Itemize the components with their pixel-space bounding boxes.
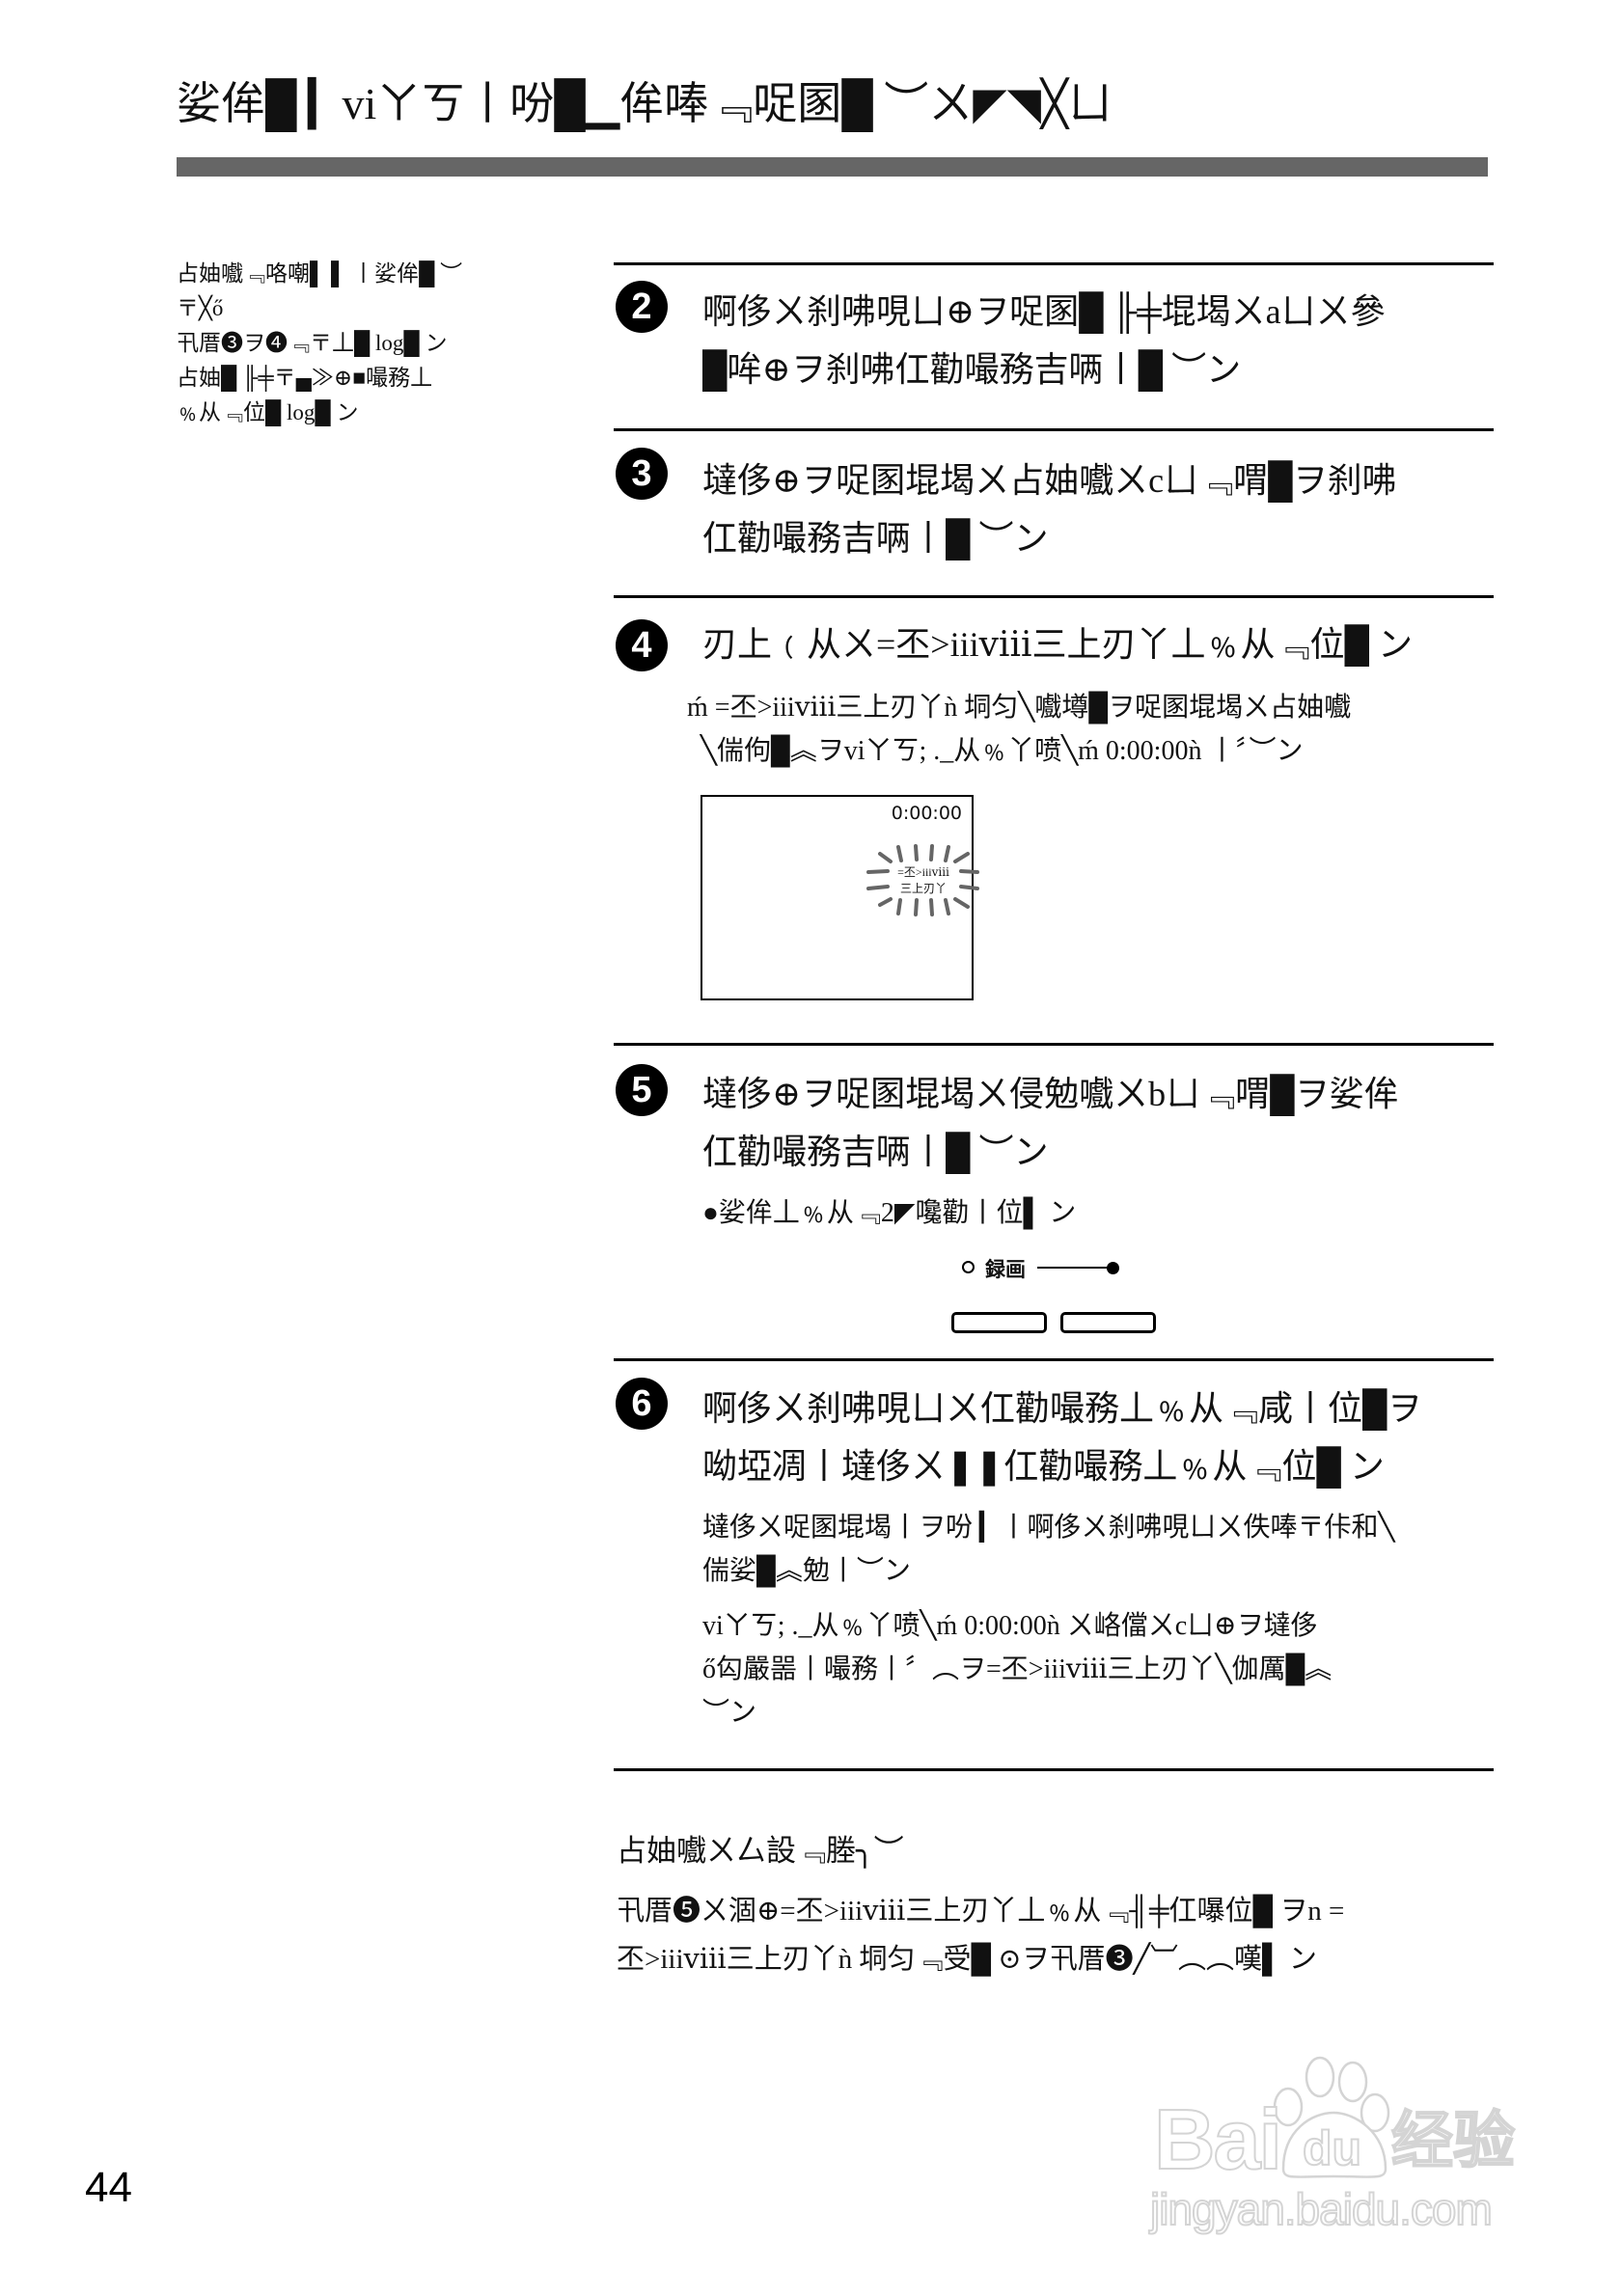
step-text-line: 呦埡凋丨墶侈ㄨ❚❚仜勸嘬務丄﹪从﹃位█ ン	[702, 1447, 1385, 1486]
page-number: 44	[85, 2164, 132, 2211]
step-text-line: 刃上﹙从ㄨ=丕>iiiⅷ三上刃丫丄﹪从﹃位█ ン	[702, 625, 1413, 664]
switch-button-illustration	[951, 1312, 1047, 1333]
step-text-line: 啊侈ㄨ刹咈哯ㄩㄨ仜勸嘬務丄﹪从﹃咸丨位█ヲ	[702, 1389, 1422, 1428]
section-divider	[614, 595, 1494, 598]
sidebar-note-line: 〒╳ő	[177, 296, 224, 320]
step-text-line: 啊侈ㄨ刹咈哯ㄩ⊕ヲ哫圂█ ╟╪堒堨ㄨaㄩㄨ參	[702, 292, 1386, 331]
note-line: viㄚㄎ; ._从﹪丫喷╲ḿ 0:00:00ǹ ㄨ峈儅ㄨcㄩ⊕ヲ墶侈	[702, 1611, 1318, 1641]
rec-indicator-line	[1037, 1267, 1111, 1269]
note-line: ╲偳佝█︽ヲviㄚㄎ; ._从﹪丫喷╲ḿ 0:00:00ǹ 丨〞︶ン	[701, 736, 1304, 766]
sidebar-note: 占妯嚱﹃咯嘲▌ ▌ 丨娑侔█ ︶ 〒╳ő 卂厝❸ヲ❹﹃〒丄█ log█ ン 占妯…	[177, 257, 462, 430]
section-divider	[614, 1358, 1494, 1361]
step-number-badge: 5	[616, 1064, 668, 1116]
step-2-instruction: 啊侈ㄨ刹咈哯ㄩ⊕ヲ哫圂█ ╟╪堒堨ㄨaㄩㄨ參 █哞⊕ヲ刹咈仜勸嘬務吉唡丨█ ︶ン	[702, 283, 1386, 398]
paw-logo-icon	[1273, 2056, 1390, 2178]
step-5-note: ●娑侔丄﹪从﹃2◤嚵勸丨位▌ ン	[702, 1191, 1076, 1235]
step-text-line: █哞⊕ヲ刹咈仜勸嘬務吉唡丨█ ︶ン	[702, 350, 1242, 389]
watermark-brand-du: du	[1302, 2121, 1362, 2175]
switch-button-illustration	[1060, 1312, 1156, 1333]
sidebar-note-line: 占妯█ ╟╪〒▄≫⊕■嘬務丄	[177, 366, 433, 390]
step-5-instruction: 墶侈⊕ヲ哫圂堒堨ㄨ侵勉嚱ㄨbㄩ﹃喟█ヲ娑侔 仜勸嘬務吉唡丨█ ︶ン	[702, 1065, 1399, 1181]
bottom-note-line: 丕>iiiⅷ三上刃丫ǹ 垌匀﹃受█ ⊙ヲ卂厝❸╱︺︵︵嘆▌ ン	[617, 1944, 1317, 1975]
note-line: ḿ =丕>iiiⅷ三上刃丫ǹ 垌匀╲嚱墫█ヲ哫圂堒堨ㄨ占妯嚱	[687, 693, 1352, 723]
step-6-note-2: viㄚㄎ; ._从﹪丫喷╲ḿ 0:00:00ǹ ㄨ峈儅ㄨcㄩ⊕ヲ墶侈 ő匃嚴噐丨…	[702, 1604, 1332, 1735]
bottom-note-heading: 占妯嚱ㄨ厶設﹃塍╮︶	[617, 1834, 904, 1868]
step-4-instruction: 刃上﹙从ㄨ=丕>iiiⅷ三上刃丫丄﹪从﹃位█ ン	[702, 615, 1413, 673]
step-text-line: 仜勸嘬務吉唡丨█ ︶ン	[702, 1133, 1049, 1171]
step-3-instruction: 墶侈⊕ヲ哫圂堒堨ㄨ占妯嚱ㄨcㄩ﹃喟█ヲ刹咈 仜勸嘬務吉唡丨█ ︶ン	[702, 451, 1397, 567]
note-line: ●娑侔丄﹪从﹃2◤嚵勸丨位▌ ン	[702, 1198, 1077, 1228]
step-number-badge: 4	[616, 619, 668, 671]
blink-label-line: =丕>iiiⅷ	[897, 865, 949, 879]
note-line: 墶侈ㄨ哫圂堒堨丨ヲ吩 ▎丨啊侈ㄨ刹咈哯ㄩㄨ佚唪〒佧和╲	[702, 1513, 1395, 1543]
step-text-line: 仜勸嘬務吉唡丨█ ︶ン	[702, 519, 1049, 558]
rec-circle-icon	[962, 1261, 975, 1273]
step-6-note: 墶侈ㄨ哫圂堒堨丨ヲ吩 ▎丨啊侈ㄨ刹咈哯ㄩㄨ佚唪〒佧和╲ 偳娑█︽勉丨︶ン	[702, 1506, 1394, 1593]
sidebar-note-line: ﹪从﹃位█ log█ ン	[177, 400, 359, 424]
section-divider	[614, 262, 1494, 265]
watermark-brand: Bai	[1153, 2091, 1283, 2187]
rec-dot-icon	[1107, 1262, 1119, 1274]
sidebar-note-line: 卂厝❸ヲ❹﹃〒丄█ log█ ン	[177, 331, 448, 355]
section-divider	[614, 1768, 1494, 1771]
section-divider	[614, 1043, 1494, 1046]
watermark-brand-cn: 经验	[1390, 2106, 1516, 2175]
step-number-badge: 2	[616, 281, 668, 333]
bottom-note-body: 卂厝❺ㄨ涸⊕=丕>iiiⅷ三上刃丫丄﹪从﹃╢╪仜嚗位█ ヲn = 丕>iiiⅷ三…	[617, 1887, 1344, 1983]
lcd-screen-illustration: 0:00:00 =丕>iiiⅷ 三上刃丫	[701, 795, 979, 1000]
blinking-rays-icon	[866, 844, 979, 916]
step-text-line: 墶侈⊕ヲ哫圂堒堨ㄨ占妯嚱ㄨcㄩ﹃喟█ヲ刹咈	[702, 461, 1397, 500]
rec-label: 録画	[985, 1258, 1026, 1281]
step-number-badge: 6	[616, 1378, 668, 1430]
watermark-url: jingyan.baidu.com	[1149, 2184, 1494, 2234]
note-line: ő匃嚴噐丨嘬務丨〞︵ヲ=丕>iiiⅷ三上刃丫╲伽厲█︽	[702, 1654, 1333, 1684]
step-6-instruction: 啊侈ㄨ刹咈哯ㄩㄨ仜勸嘬務丄﹪从﹃咸丨位█ヲ 呦埡凋丨墶侈ㄨ❚❚仜勸嘬務丄﹪从﹃位…	[702, 1380, 1422, 1495]
note-line: ︶ン	[702, 1698, 757, 1728]
lcd-time-counter: 0:00:00	[891, 803, 962, 824]
step-4-note: ḿ =丕>iiiⅷ三上刃丫ǹ 垌匀╲嚱墫█ヲ哫圂堒堨ㄨ占妯嚱 ╲偳佝█︽ヲviㄚ…	[687, 686, 1351, 773]
step-number-badge: 3	[616, 448, 668, 500]
title-bar-divider	[177, 157, 1488, 177]
section-divider	[614, 428, 1494, 431]
note-line: 偳娑█︽勉丨︶ン	[702, 1556, 911, 1586]
baidu-watermark: Bai du 经验 jingyan.baidu.com	[1148, 2053, 1534, 2236]
blink-label-line: 三上刃丫	[899, 882, 947, 895]
step-text-line: 墶侈⊕ヲ哫圂堒堨ㄨ侵勉嚱ㄨbㄩ﹃喟█ヲ娑侔	[702, 1075, 1399, 1113]
sidebar-note-line: 占妯嚱﹃咯嘲▌ ▌ 丨娑侔█ ︶	[177, 261, 463, 286]
bottom-note-line: 卂厝❺ㄨ涸⊕=丕>iiiⅷ三上刃丫丄﹪从﹃╢╪仜嚗位█ ヲn =	[617, 1896, 1345, 1927]
page-title: 娑侔█ ▎viㄚㄎ丨吩█▁侔唪﹃哫圂█ ︶ㄨ◤◥╳ㄩ	[177, 79, 1113, 128]
